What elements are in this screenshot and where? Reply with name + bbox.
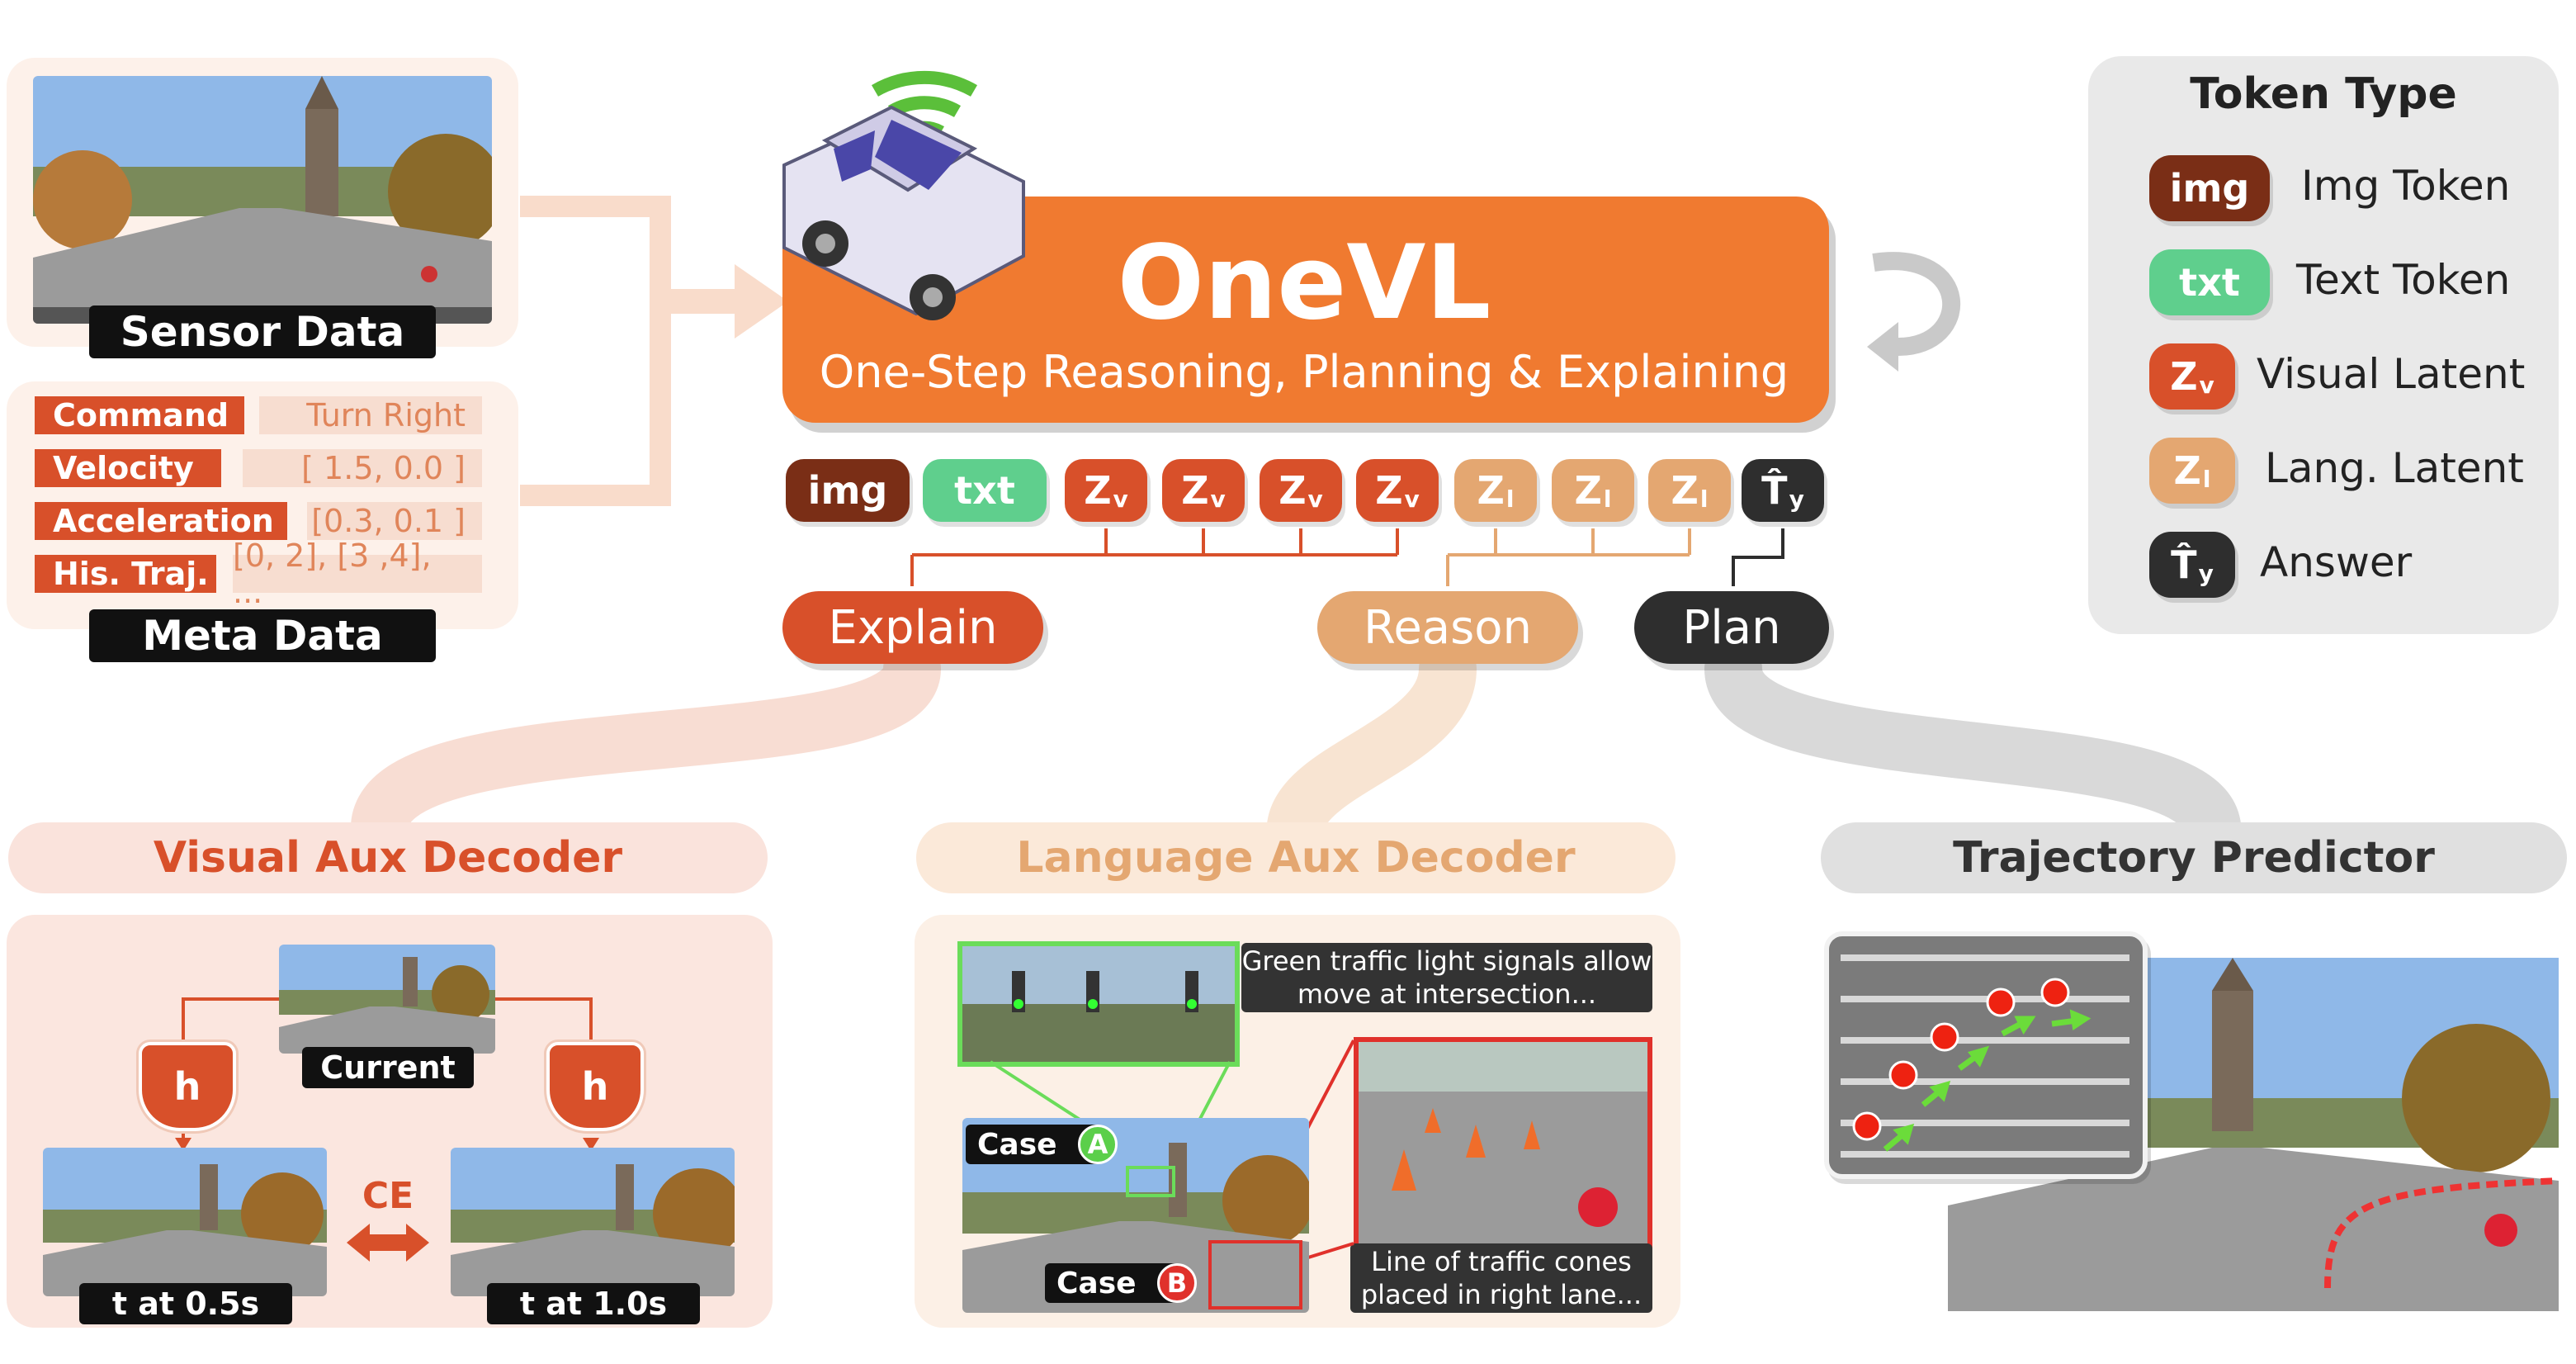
meta-key-acceleration: Acceleration <box>35 502 287 540</box>
loop-arrow <box>1872 252 1961 356</box>
token-answer: T̂y <box>1742 459 1824 522</box>
language-decoder-title: Language Aux Decoder <box>916 822 1676 893</box>
frame-0-5s-image <box>43 1148 327 1296</box>
legend-txt-label: Text Token <box>2296 256 2511 304</box>
case-a-badge: A <box>1078 1125 1118 1164</box>
input-bracket <box>520 196 671 506</box>
meta-value-acceleration: [0.3, 0.1 ] <box>307 502 482 540</box>
token-txt: txt <box>923 459 1047 522</box>
sensor-camera-image <box>33 76 492 324</box>
traffic-light-zoom-image <box>957 941 1240 1067</box>
explain-connector <box>351 640 941 855</box>
legend-img-label: Img Token <box>2301 162 2511 210</box>
explain-pill: Explain <box>782 591 1043 664</box>
meta-data-label: Meta Data <box>89 609 436 662</box>
plan-connector <box>1704 640 2241 855</box>
visual-decoder-title: Visual Aux Decoder <box>8 822 768 893</box>
frame-1-0s-label: t at 1.0s <box>487 1283 700 1324</box>
token-img: img <box>786 459 910 522</box>
legend-answer-label: Answer <box>2260 538 2413 586</box>
ce-double-arrow-icon <box>347 1224 429 1262</box>
meta-key-command: Command <box>35 396 244 434</box>
case-a-label: Case <box>966 1125 1101 1164</box>
frame-1-0s-image <box>451 1148 735 1296</box>
reason-connector <box>1267 640 1477 855</box>
caption-traffic-cones: Line of traffic cones placed in right la… <box>1350 1243 1652 1313</box>
h-badge-right: h <box>546 1042 644 1131</box>
reason-pill: Reason <box>1317 591 1578 664</box>
trajectory-predictor-title: Trajectory Predictor <box>1821 822 2567 893</box>
caption-traffic-light: Green traffic light signals allow move a… <box>1241 943 1652 1012</box>
input-arrow-head <box>735 264 788 339</box>
ce-label: CE <box>362 1174 414 1217</box>
trajectory-grid-panel <box>1824 931 2148 1179</box>
traffic-cones-zoom-image <box>1354 1037 1652 1253</box>
model-subtitle: One-Step Reasoning, Planning & Explainin… <box>819 345 1789 398</box>
current-frame-label: Current <box>302 1047 474 1088</box>
meta-value-velocity: [ 1.5, 0.0 ] <box>243 449 482 487</box>
meta-value-command: Turn Right <box>259 396 482 434</box>
legend-answer-badge: T̂y <box>2149 532 2235 598</box>
frame-0-5s-label: t at 0.5s <box>79 1283 292 1324</box>
plan-pill: Plan <box>1634 591 1829 664</box>
meta-key-history: His. Traj. <box>35 555 216 593</box>
meta-value-history: [0, 2], [3 ,4], ... <box>233 538 482 610</box>
legend-visual-latent-label: Visual Latent <box>2257 350 2526 398</box>
model-title: OneVL <box>1117 224 1491 343</box>
autonomous-car-icon <box>782 70 1025 320</box>
legend-img-badge: img <box>2149 155 2270 221</box>
meta-key-velocity: Velocity <box>35 449 221 487</box>
legend-txt-badge: txt <box>2149 249 2270 315</box>
sensor-data-label: Sensor Data <box>89 305 436 358</box>
legend-language-latent-label: Lang. Latent <box>2265 444 2524 492</box>
h-badge-left: h <box>139 1042 236 1131</box>
current-frame-image <box>279 945 495 1054</box>
trajectory-plot <box>1841 954 2129 1158</box>
legend-title: Token Type <box>2190 69 2457 119</box>
case-b-badge: B <box>1157 1263 1197 1303</box>
